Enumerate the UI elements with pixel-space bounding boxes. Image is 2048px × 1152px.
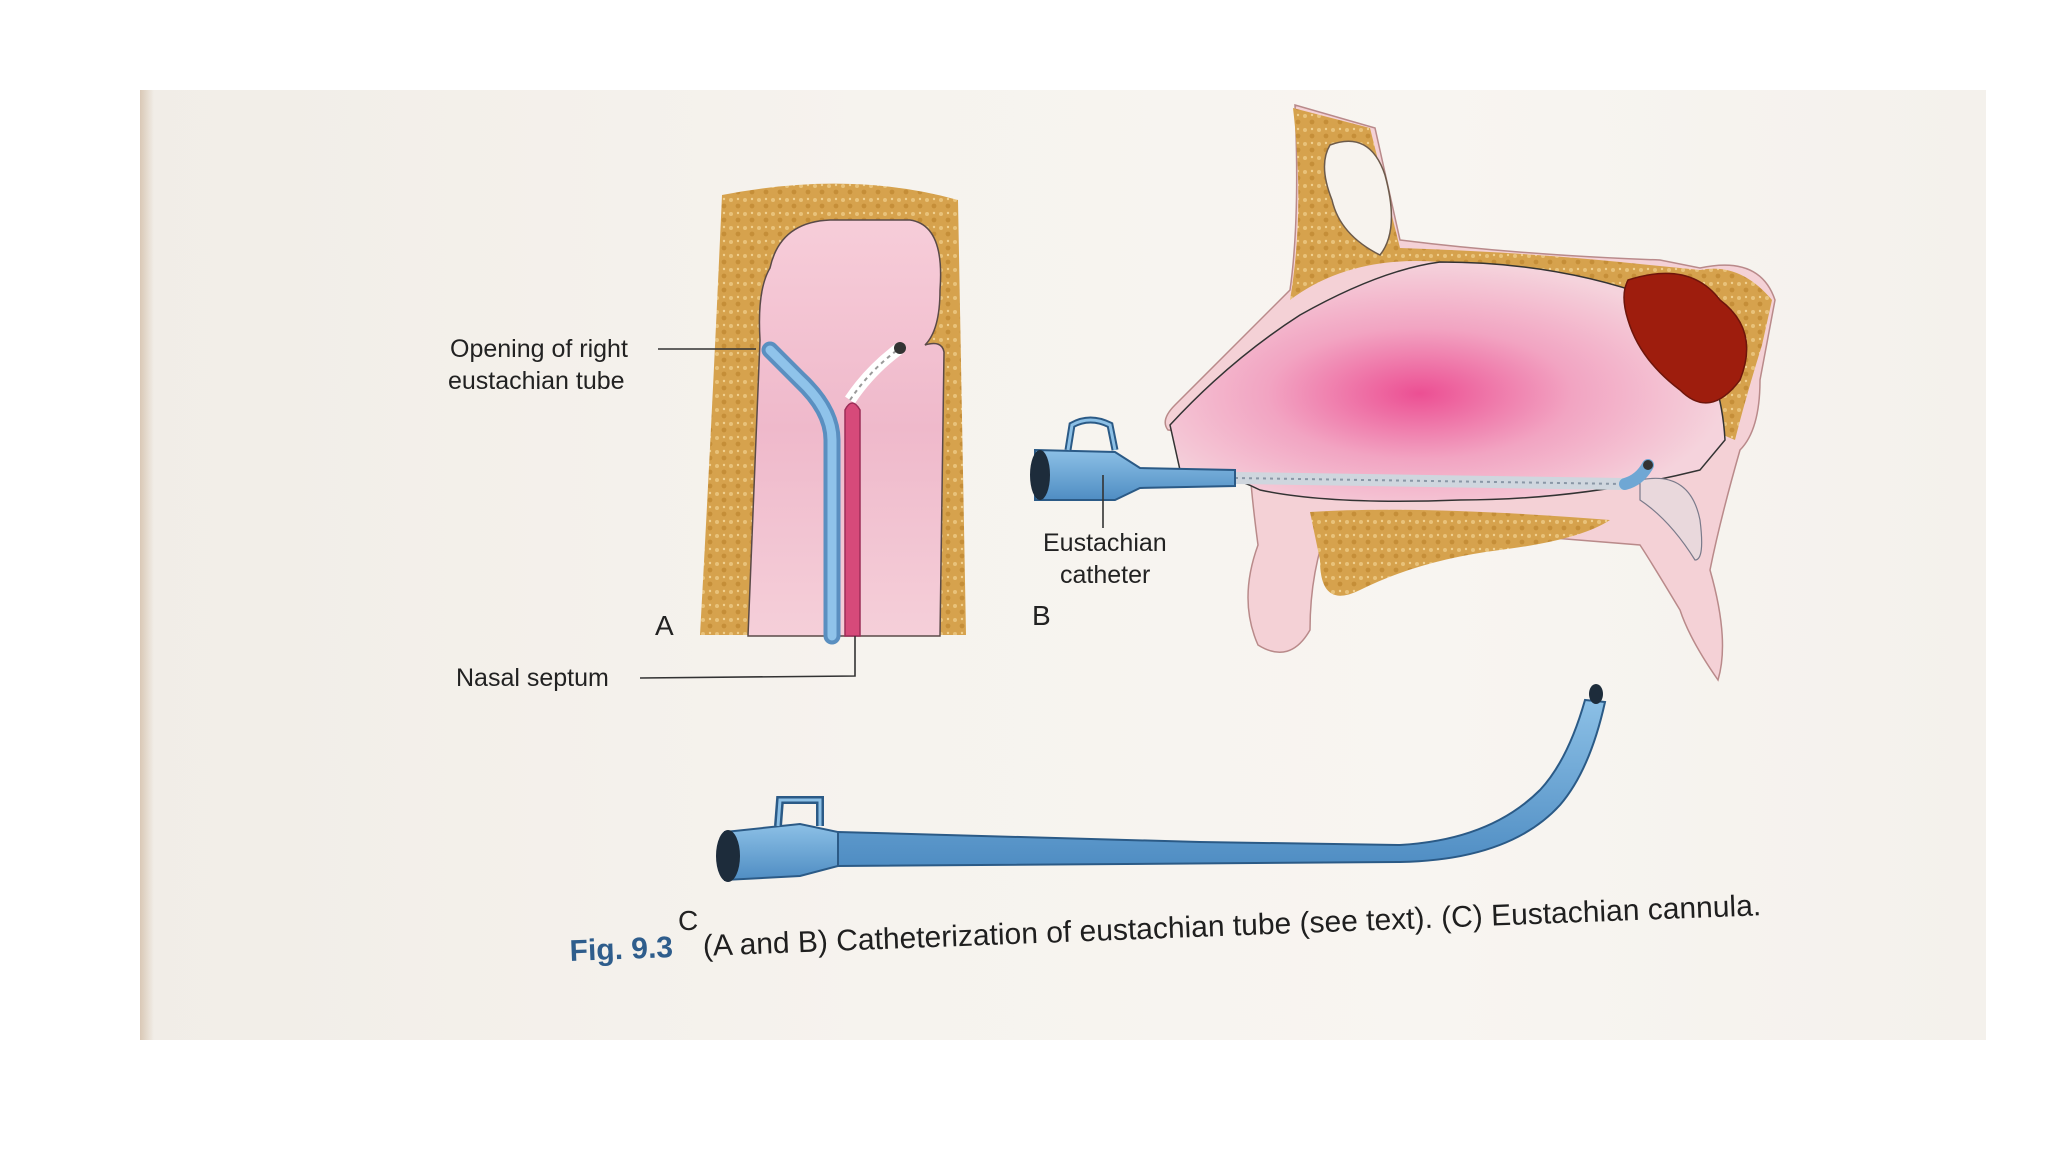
- eustachian-cannula-icon: [716, 684, 1605, 882]
- hard-palate: [1310, 510, 1610, 596]
- label-nasal-septum: Nasal septum: [456, 662, 609, 694]
- panel-letter-a: A: [655, 610, 674, 642]
- label-catheter-line2: catheter: [1060, 559, 1150, 591]
- nasal-septum-bar: [845, 403, 860, 636]
- caption-fig-number: Fig. 9.3: [569, 931, 674, 968]
- label-catheter-line1: Eustachian: [1043, 527, 1167, 559]
- panel-letter-b: B: [1032, 600, 1051, 632]
- label-opening-line1: Opening of right: [450, 333, 628, 365]
- panel-b-diagram: [1030, 105, 1775, 680]
- panel-a-diagram: [640, 184, 966, 678]
- label-opening-line2: eustachian tube: [448, 365, 625, 397]
